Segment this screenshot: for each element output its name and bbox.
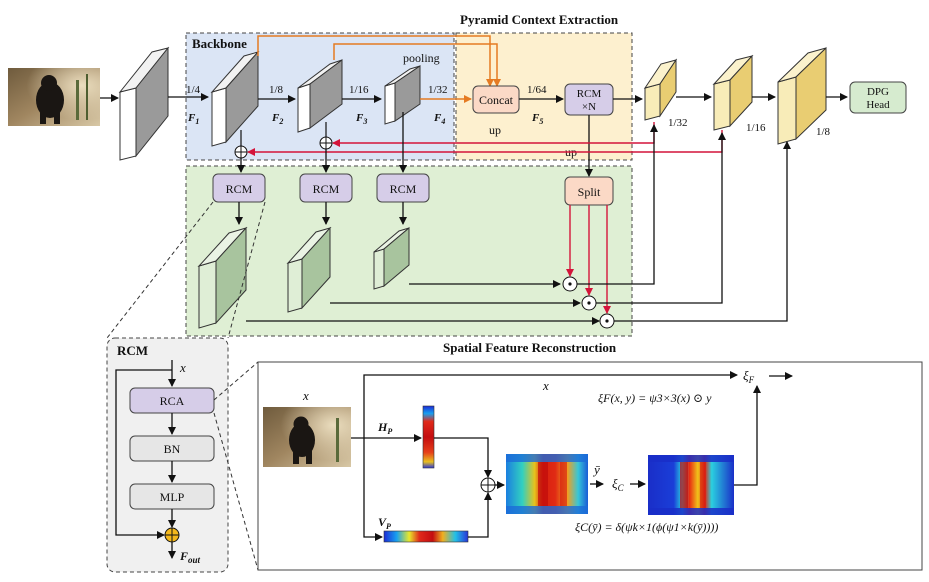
bn-label: BN <box>164 442 181 456</box>
rcm-label-2: RCM <box>313 182 340 196</box>
hp-strip <box>422 405 435 469</box>
feature-f3: F3 <box>355 112 367 126</box>
rcm-input-x: x <box>179 360 186 375</box>
feature-f1: F1 <box>187 112 199 126</box>
output-block-1-8 <box>777 46 827 145</box>
eq-xi-c: ξC(ȳ) = δ(ψk×1(ϕ(ψ1×k(ȳ)))) <box>575 520 718 534</box>
spatial-block-1 <box>197 226 248 329</box>
rcm-label-1: RCM <box>226 182 253 196</box>
vp-strip <box>383 530 469 543</box>
scale-1-16: 1/16 <box>349 84 369 96</box>
spatial-block-3 <box>373 226 410 290</box>
pyramid-title: Pyramid Context Extraction <box>460 12 619 27</box>
spatial-block-2 <box>286 226 332 313</box>
hp-label: HP <box>377 420 392 436</box>
eq-xi-f: ξF(x, y) = ψ3×3(x) ⊙ y <box>598 391 712 405</box>
rcm-n-label-2: ×N <box>582 101 596 113</box>
ybar-label: ȳ <box>592 462 600 477</box>
out-scale-1-16: 1/16 <box>746 122 766 134</box>
rca-input-image <box>263 407 351 467</box>
mlp-label: MLP <box>160 490 185 504</box>
mult-node-1 <box>562 276 578 292</box>
rcm-n-label-1: RCM <box>577 88 602 100</box>
output-block-1-32 <box>643 58 678 121</box>
rca-x-label: x <box>302 388 309 403</box>
rcm-output: Fout <box>179 549 201 565</box>
backbone-block-f3 <box>384 65 421 125</box>
mult-node-2 <box>581 295 597 311</box>
scale-1-4: 1/4 <box>186 84 201 96</box>
ybar-heatmap <box>506 454 588 514</box>
backbone-title: Backbone <box>192 36 247 51</box>
rcm-label-3: RCM <box>390 182 417 196</box>
stem-block <box>118 46 170 161</box>
xi-c-heatmap <box>648 455 734 515</box>
vp-label: VP <box>378 515 391 531</box>
mult-node-3 <box>599 313 615 329</box>
out-scale-1-8: 1/8 <box>816 126 831 138</box>
backbone-block-f2 <box>297 59 343 133</box>
pooling-label: pooling <box>403 51 440 65</box>
rca-add-node <box>480 477 496 493</box>
spatial-title: Spatial Feature Reconstruction <box>443 340 617 355</box>
rcm-add-node <box>164 527 180 543</box>
dpg-label-2: Head <box>866 99 890 111</box>
rca-detail-panel <box>257 361 923 571</box>
dpg-label-1: DPG <box>867 86 889 98</box>
input-image <box>8 68 100 126</box>
out-scale-1-32: 1/32 <box>668 117 688 129</box>
xi-f-label: ξF <box>743 368 755 385</box>
add-node-2 <box>319 136 333 150</box>
output-block-1-16 <box>712 54 754 131</box>
add-node-1 <box>234 145 248 159</box>
rca-x-mid: x <box>542 378 549 393</box>
up-label-1: up <box>489 123 501 137</box>
scale-1-64: 1/64 <box>527 84 547 96</box>
xi-c-label: ξC <box>612 476 625 493</box>
dpg-head-box <box>849 81 907 114</box>
split-label: Split <box>578 185 601 199</box>
concat-label: Concat <box>479 93 514 107</box>
scale-1-8: 1/8 <box>269 84 284 96</box>
feature-f2: F2 <box>271 112 283 126</box>
feature-f5: F5 <box>531 112 543 126</box>
scale-1-32: 1/32 <box>428 84 448 96</box>
rca-label: RCA <box>160 394 185 408</box>
rcm-detail-title: RCM <box>117 343 148 358</box>
feature-f4: F4 <box>433 112 445 126</box>
